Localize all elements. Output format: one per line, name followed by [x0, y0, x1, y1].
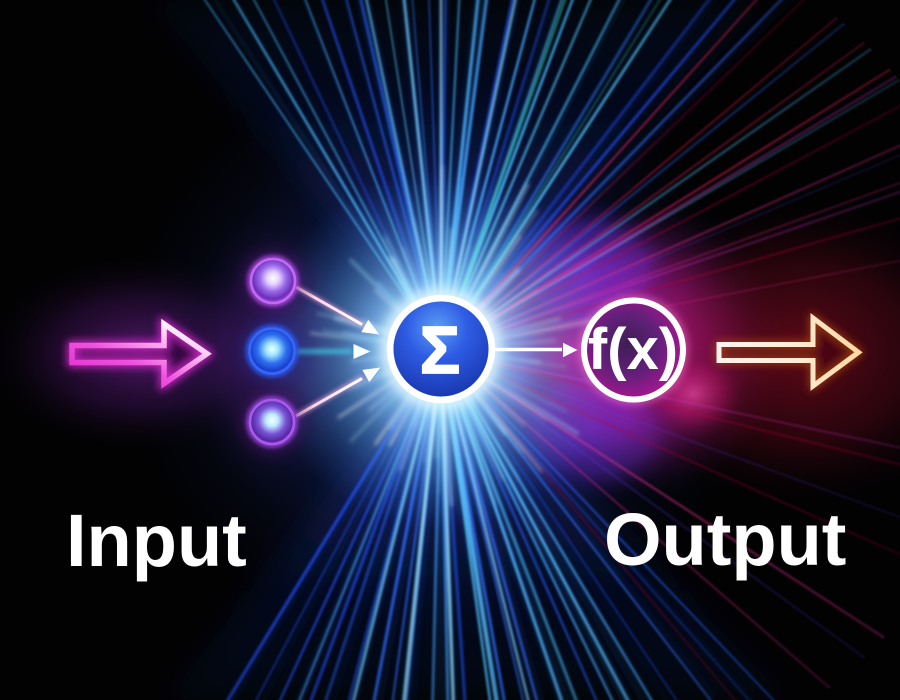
svg-text:Input: Input	[66, 499, 247, 582]
svg-text:Σ: Σ	[420, 313, 460, 388]
svg-text:f(x): f(x)	[588, 317, 678, 382]
svg-text:Output: Output	[604, 498, 846, 581]
